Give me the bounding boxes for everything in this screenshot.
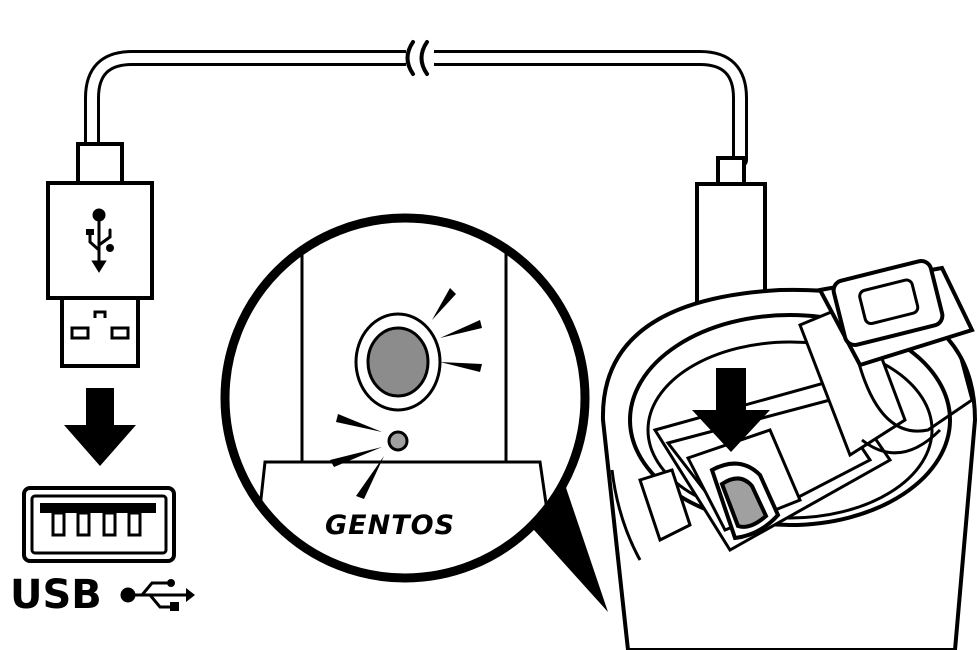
power-button [354,312,442,412]
magnified-view: GENTOS [220,213,590,583]
down-arrow-icon-right [692,368,770,452]
button-light-rays [432,288,482,372]
down-arrow-icon [64,388,136,466]
break-mark-icon [405,40,434,76]
usb-a-port [22,486,176,563]
flashlight-device [600,259,978,650]
indicator-led [387,430,409,452]
usb-c-port [709,461,781,541]
usb-label: USB [10,572,102,618]
led-light-rays [330,414,384,499]
brand-logo: GENTOS [325,510,455,541]
usb-trident-icon [120,579,195,611]
usb-symbol-icon [86,208,114,273]
charging-cable [84,50,748,168]
